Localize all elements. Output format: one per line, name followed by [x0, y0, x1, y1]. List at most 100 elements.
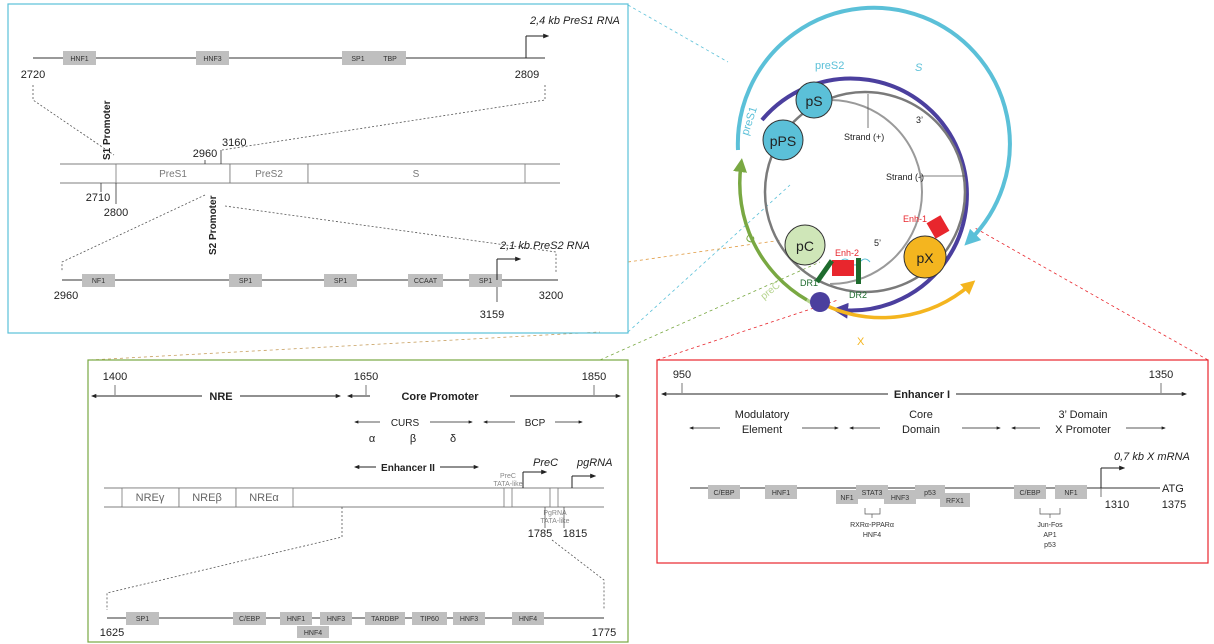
seg-s: S [413, 169, 420, 180]
core-1815: 1815 [563, 528, 587, 540]
core-box-cebp: C/EBP [239, 616, 260, 623]
core-box-hnf4-a: HNF4 [519, 616, 537, 623]
enh-title: Enhancer I [894, 389, 950, 401]
s2-box-sp1-b: SP1 [334, 278, 347, 285]
core-1650: 1650 [354, 371, 378, 383]
core-tf-line: SP1 C/EBP HNF1 HNF3 TARDBP TIP60 HNF3 HN… [100, 612, 616, 639]
ps-box-sp1: SP1 [351, 56, 364, 63]
core-curs: CURS [391, 418, 420, 429]
enh-dom-2: X Promoter [1055, 424, 1111, 436]
label-strand-plus: Strand (+) [844, 132, 884, 142]
core-nre-a: NREα [249, 492, 279, 504]
label-strand-minus: Strand (-) [886, 172, 924, 182]
s2-rna-label: 2,1 kb PreS2 RNA [499, 240, 590, 252]
label-3prime: 3’ [916, 115, 923, 125]
core-enh2: Enhancer II [381, 463, 435, 474]
core-box-hnf3-a: HNF3 [327, 616, 345, 623]
circle-pc: pC [796, 238, 814, 254]
s2-box-sp1-a: SP1 [239, 278, 252, 285]
pol-arc [760, 76, 969, 319]
label-s: S [915, 62, 923, 74]
genome-map: PreS1 PreS2 S 3160 2960 2710 2800 [60, 137, 560, 219]
core-1850: 1850 [582, 371, 606, 383]
enh-box-stat3: STAT3 [862, 490, 883, 497]
c-arc [733, 158, 808, 302]
enh-factor-hnf4: HNF4 [863, 532, 881, 539]
s2-zoom-dashes [61, 194, 557, 272]
core-box-hnf3-b: HNF3 [460, 616, 478, 623]
core-box-hnf4-b: HNF4 [304, 630, 322, 637]
ps-box-tbp: TBP [383, 56, 397, 63]
core-nre: NRE [209, 391, 232, 403]
pres1-promoter-line: HNF1 HNF3 SP1 TBP 2,4 kb PreS1 RNA 2720 … [21, 15, 620, 81]
enh-atg: ATG [1162, 483, 1184, 495]
label-enh1: Enh-1 [903, 214, 927, 224]
enh-1350: 1350 [1149, 369, 1173, 381]
enh-box-cebp-a: C/EBP [713, 490, 734, 497]
core-pg-tata-1: PgRNA [543, 510, 567, 517]
s2-box-ccaat: CCAAT [414, 278, 438, 285]
core-prec-label: PreC [533, 457, 558, 469]
core-promoter-panel [87, 359, 629, 643]
core-bcp: BCP [525, 418, 546, 429]
s2-end: 3200 [539, 290, 563, 302]
label-enh2: Enh-2 [835, 248, 859, 258]
circle-px: pX [916, 250, 934, 266]
seg-pres1: PreS1 [159, 169, 187, 180]
ps-rna-label: 2,4 kb PreS1 RNA [529, 15, 620, 27]
core-nre-b: NREβ [192, 492, 222, 504]
core-scale: 1400 1650 1850 NRE Core Promoter CURS BC… [90, 371, 622, 474]
circle-ps: pS [805, 93, 822, 109]
enh-dom-1: 3’ Domain [1058, 409, 1107, 421]
label-dr2: DR2 [849, 290, 867, 300]
circle-pps: pPS [770, 133, 796, 149]
s-promoter-panel [7, 3, 629, 334]
map-2800: 2800 [104, 207, 128, 219]
core-box-tip60: TIP60 [420, 616, 439, 623]
enh-mod-2: Element [742, 424, 782, 436]
enh-rna-label: 0,7 kb X mRNA [1114, 451, 1190, 463]
enh-factor-ap1: AP1 [1043, 532, 1056, 539]
enh-factor-junfos: Jun-Fos [1037, 522, 1063, 529]
label-5prime: 5’ [874, 238, 881, 248]
ps-end: 2809 [515, 69, 539, 81]
enh-box-rfx1: RFX1 [946, 498, 964, 505]
core-delta: δ [450, 433, 456, 445]
s1-zoom-dashes [32, 85, 546, 156]
enh-factor-rxr: RXRα-PPARα [850, 522, 894, 529]
core-box-tardbp: TARDBP [371, 616, 399, 623]
seg-pres2: PreS2 [255, 169, 283, 180]
core-1400: 1400 [103, 371, 127, 383]
enh-factor-p53: p53 [1044, 542, 1056, 549]
enh-box-nf1-a: NF1 [840, 495, 853, 502]
core-alpha: α [369, 433, 376, 445]
core-prec-tata-1: PreC [500, 473, 516, 480]
map-2960: 2960 [193, 148, 217, 160]
core-pgrna-label: pgRNA [576, 457, 612, 469]
label-pres2: preS2 [815, 60, 844, 72]
ps-box-hnf1: HNF1 [70, 56, 88, 63]
core-1785: 1785 [528, 528, 552, 540]
label-c: C [744, 233, 758, 245]
core-box-sp1: SP1 [136, 616, 149, 623]
s-arc [735, 5, 1012, 246]
enh-box-hnf1: HNF1 [772, 490, 790, 497]
enh-box-nf1-b: NF1 [1064, 490, 1077, 497]
label-dr1: DR1 [800, 278, 818, 288]
map-2710: 2710 [86, 192, 110, 204]
enh-mod-1: Modulatory [735, 409, 790, 421]
core-zoom-dashes [106, 507, 605, 610]
label-x: X [857, 336, 865, 348]
pres2-promoter-line: NF1 SP1 SP1 CCAAT SP1 2,1 kb PreS2 RNA 3… [54, 240, 590, 321]
core-pg-tata-2: TATA-like [540, 518, 569, 525]
core-box-hnf1: HNF1 [287, 616, 305, 623]
ps-box-hnf3: HNF3 [203, 56, 221, 63]
enhancer-tf-line: C/EBP HNF1 NF1 STAT3 HNF3 p53 RFX1 C/EBP… [690, 451, 1190, 549]
enh-core-1: Core [909, 409, 933, 421]
core-promoter-label: Core Promoter [401, 391, 479, 403]
map-3160: 3160 [222, 137, 246, 149]
s2-box-nf1: NF1 [92, 278, 105, 285]
s2-start: 2960 [54, 290, 78, 302]
core-start: 1625 [100, 627, 124, 639]
